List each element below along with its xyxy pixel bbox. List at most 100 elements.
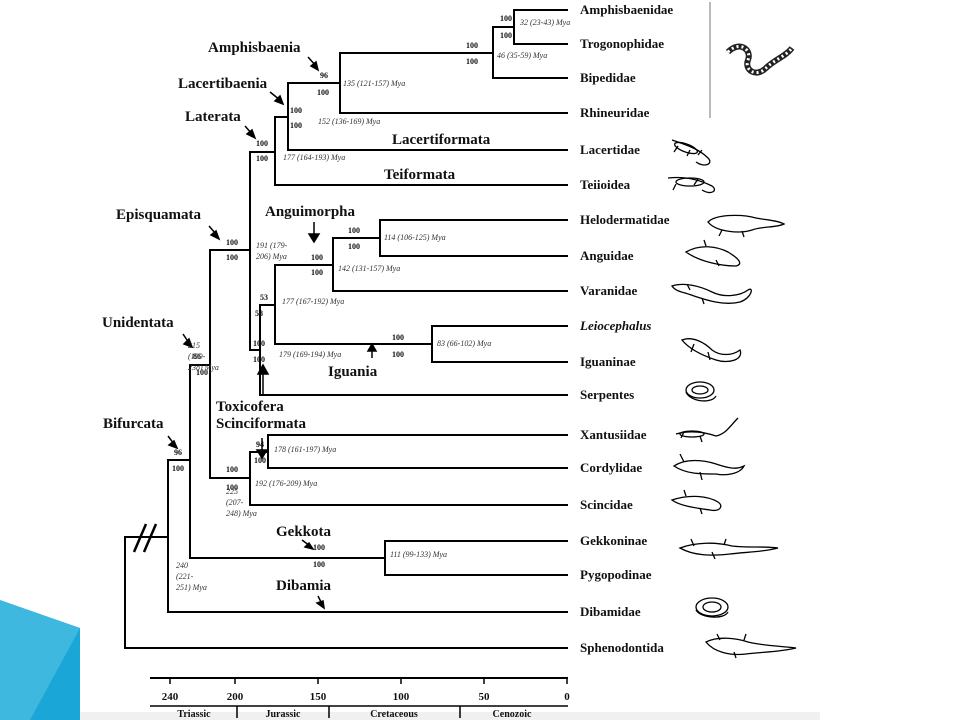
branch-bifurcata [189,364,385,559]
clade-anguimorpha: Anguimorpha [265,204,356,220]
support-value: 100 [253,339,265,348]
taxon-helodermatidae: Helodermatidae [580,212,670,227]
support-value: 100 [226,483,238,492]
snake-icon [685,381,717,402]
taxon-sphenodontida: Sphenodontida [580,640,664,655]
break-mark-2 [142,523,158,553]
taxon-rhineuridae: Rhineuridae [580,105,650,120]
support-value: 100 [500,31,512,40]
date-label: 206) Mya [256,252,287,261]
clade-lacertiformata: Lacertiformata [392,132,491,148]
date-label: (207- [226,498,244,507]
worm-lizard-icon [725,43,795,76]
clade-scinciformata: Scinciformata [216,416,306,432]
date-label: 215 [188,341,200,350]
support-value: 100 [226,238,238,247]
lacertid-lizard-icon [671,139,711,166]
root-break-marks [132,523,158,553]
taxon-leiocephalus: Leiocephalus [579,318,652,333]
divergence-dates: 32 (23-43) Mya 46 (35-59) Mya 135 (121-1… [176,18,570,592]
arrow-lacertibaenia-icon [269,91,285,106]
support-value: 100 [172,464,184,473]
clade-arrows [167,56,378,610]
timescale-tick-label: 240 [162,691,179,703]
clade-dibamia: Dibamia [276,578,332,594]
timescale-tick-label: 50 [479,691,491,703]
support-value: 100 [196,368,208,377]
timescale-tick-label: 100 [393,691,410,703]
date-label: 177 (167-192) Mya [282,297,344,306]
support-value: 100 [466,57,478,66]
date-label: 114 (106-125) Mya [384,233,446,242]
timescale-tick-label: 0 [564,691,570,703]
support-value: 86 [193,352,201,361]
support-value: 100 [392,350,404,359]
taxon-anguidae: Anguidae [580,248,634,263]
period-triassic: Triassic [177,709,211,720]
support-value: 100 [466,41,478,50]
date-label: 152 (136-169) Mya [318,117,380,126]
date-label: 142 (131-157) Mya [338,264,400,273]
period-cretaceous: Cretaceous [370,709,418,720]
support-value: 100 [500,14,512,23]
timescale-tick-label: 150 [310,691,327,703]
date-label: 240 [176,561,188,570]
arrow-episquamata-icon [208,225,221,241]
date-label: 46 (35-59) Mya [497,51,547,60]
support-value: 100 [256,154,268,163]
support-value: 100 [313,560,325,569]
figure-bottom-strip [80,712,820,720]
support-value: 96 [320,71,328,80]
date-label: 178 (161-197) Mya [274,445,336,454]
branch-sphenodontida [124,536,568,649]
clade-gekkota: Gekkota [276,524,332,540]
date-label: 32 (23-43) Mya [519,18,570,27]
taxon-gekkoninae: Gekkoninae [580,533,647,548]
date-label: 191 (179- [256,241,288,250]
support-value: 100 [311,253,323,262]
clade-amphisbaenia: Amphisbaenia [208,40,301,56]
date-label: 251) Mya [176,583,207,592]
tuatara-icon [704,633,797,659]
timescale-tick-label: 200 [227,691,244,703]
taxon-dibamidae: Dibamidae [580,604,641,619]
teiid-lizard-icon [667,176,716,194]
support-value: 100 [290,121,302,130]
support-value: 53 [260,293,268,302]
support-value: 100 [348,242,360,251]
clade-episquamata: Episquamata [116,207,202,223]
support-value: 96 [174,448,182,457]
arrow-bifurcata-icon [167,435,179,450]
clade-toxicofera: Toxicofera [216,399,284,415]
taxon-lacertidae: Lacertidae [580,142,640,157]
date-label: 192 (176-209) Mya [255,479,317,488]
skink-icon [670,489,722,515]
period-jurassic: Jurassic [266,709,302,720]
support-value: 58 [255,309,263,318]
taxon-cordylidae: Cordylidae [580,460,642,475]
taxa-labels: Amphisbaenidae Trogonophidae Bipedidae R… [579,2,673,655]
arrow-toxicofera-icon [256,363,270,396]
arrow-amphisbaenia-icon [307,56,320,72]
date-label: 111 (99-133) Mya [390,550,447,559]
anguid-lizard-icon [684,239,741,267]
taxon-iguaninae: Iguaninae [580,354,636,369]
night-lizard-icon [675,417,739,443]
taxon-scincidae: Scincidae [580,497,633,512]
taxon-varanidae: Varanidae [580,283,638,298]
clade-teiformata: Teiformata [384,167,456,183]
taxon-pygopodinae: Pygopodinae [580,567,652,582]
arrow-scinciformata-icon [255,438,269,460]
clade-unidentata: Unidentata [102,315,174,331]
date-label: (221- [176,572,194,581]
support-value: 100 [348,226,360,235]
date-label: (199- [188,352,206,361]
timescale-axis: 240 200 150 100 50 0 Triassic Jurassic C… [150,677,570,720]
date-label: 225 [226,487,238,496]
date-label: 238) Mya [188,363,219,372]
date-label: 135 (121-157) Mya [343,79,405,88]
branch-amphisbaenidae-trogonophidae [513,9,568,45]
taxon-teiioidea: Teiioidea [580,177,631,192]
